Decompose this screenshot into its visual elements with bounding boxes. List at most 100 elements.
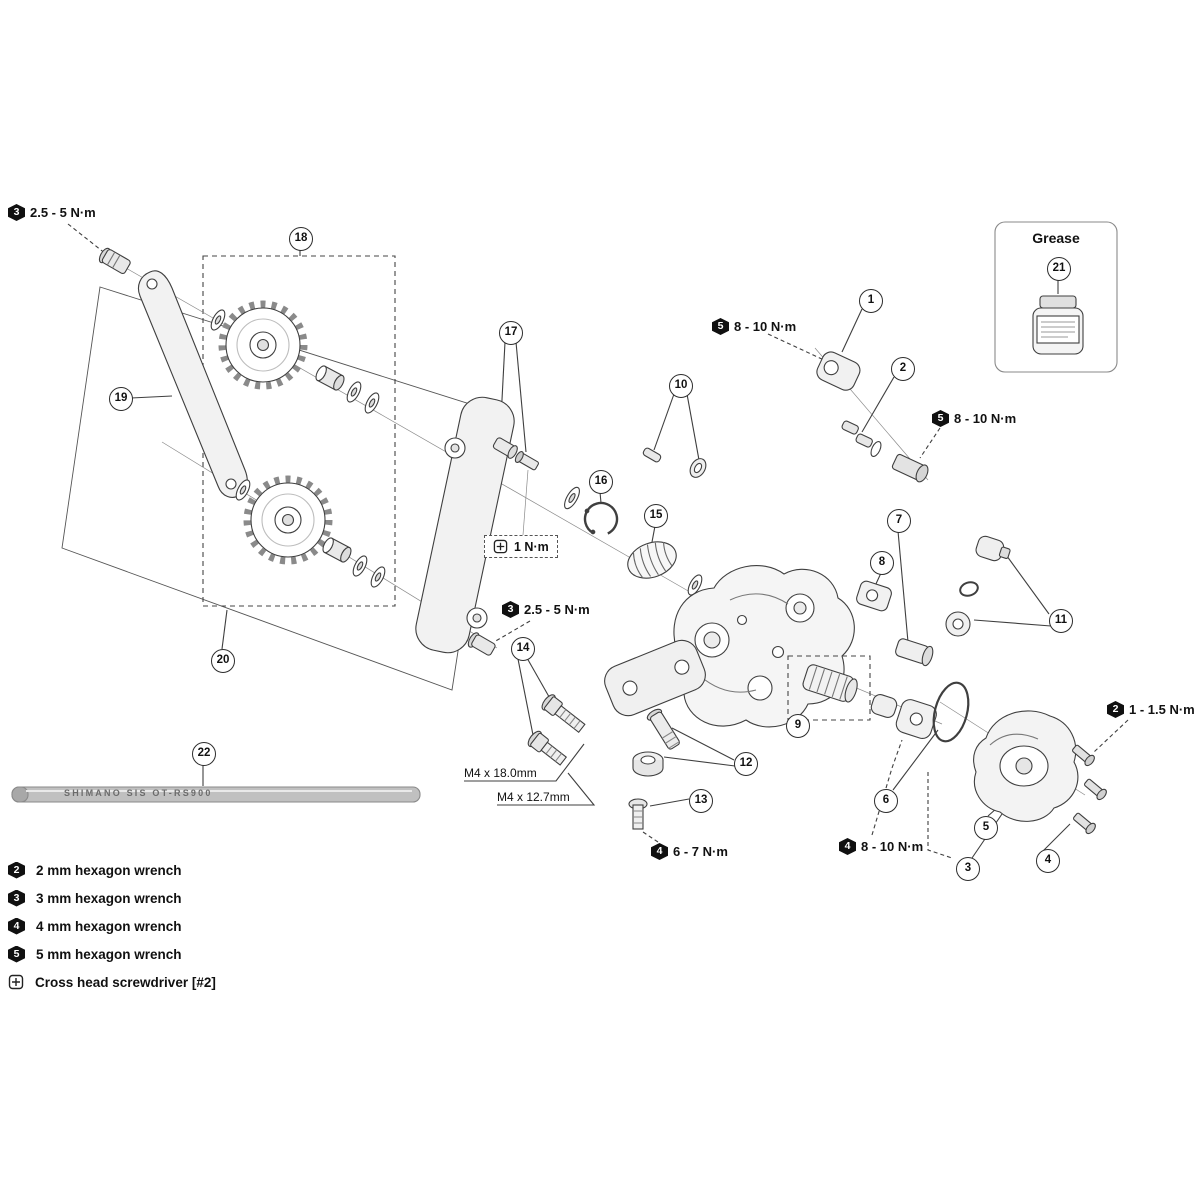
hex-key-5-icon: 5 <box>8 945 25 963</box>
bolt-size-label-short: M4 x 12.7mm <box>497 790 570 804</box>
switch-cap-parts <box>945 535 1011 637</box>
hex-key-4-icon: 4 <box>8 917 25 935</box>
cage-pivot-screw <box>628 798 648 830</box>
hex-key-3-icon: 3 <box>8 204 25 221</box>
torque-value: 6 - 7 N·m <box>673 844 728 859</box>
axle-washer <box>564 486 580 510</box>
legend-item-4mm: 4 4 mm hexagon wrench <box>8 917 216 935</box>
callout-1: 1 <box>859 289 883 313</box>
hex-key-4-icon: 4 <box>839 838 856 855</box>
legend-label: 4 mm hexagon wrench <box>36 918 182 934</box>
bolt-size-label-long: M4 x 18.0mm <box>464 766 537 780</box>
callout-18: 18 <box>289 227 313 251</box>
bracket-axle-bolt <box>891 453 929 483</box>
callout-3: 3 <box>956 857 980 881</box>
torque-value: 2.5 - 5 N·m <box>30 205 96 220</box>
legend-label: 3 mm hexagon wrench <box>36 890 182 906</box>
derailleur-body <box>672 565 855 728</box>
hex-key-5-icon: 5 <box>712 318 729 335</box>
cage-mount-plate <box>604 639 706 717</box>
hex-key-3-icon: 3 <box>502 601 519 618</box>
cage-axle-parts <box>492 437 539 471</box>
stroke-adjust-parts <box>642 447 707 478</box>
clutch-cover <box>973 710 1079 822</box>
torque-note-cage-stopper: 3 2.5 - 5 N·m <box>502 601 590 618</box>
callout-11: 11 <box>1049 609 1073 633</box>
callout-22: 22 <box>192 742 216 766</box>
inner-cage-plate <box>415 396 515 654</box>
guide-pulley <box>218 300 308 390</box>
legend-label: 2 mm hexagon wrench <box>36 862 182 878</box>
callout-7: 7 <box>887 509 911 533</box>
torque-value: 1 N·m <box>514 539 549 554</box>
torque-note-pivot-screw: 4 6 - 7 N·m <box>651 843 728 860</box>
cable-marking-text: SHIMANO SIS OT-RS900 <box>64 788 213 798</box>
legend-label: Cross head screwdriver [#2] <box>35 974 216 990</box>
tool-legend: 2 2 mm hexagon wrench 3 3 mm hexagon wre… <box>8 861 216 1001</box>
callout-13: 13 <box>689 789 713 813</box>
hex-key-2-icon: 2 <box>8 861 25 879</box>
hex-key-5-icon: 5 <box>932 410 949 427</box>
legend-item-5mm: 5 5 mm hexagon wrench <box>8 945 216 963</box>
tension-spring <box>627 541 677 579</box>
body-washer <box>687 574 703 596</box>
cover-gasket <box>932 681 970 743</box>
switch-lever-parts <box>856 580 934 667</box>
torque-value: 2.5 - 5 N·m <box>524 602 590 617</box>
torque-note-axle-bolt: 5 8 - 10 N·m <box>932 410 1016 427</box>
tension-pulley <box>243 475 333 565</box>
grease-box-title: Grease <box>1032 230 1080 246</box>
pulley-washers-lower <box>235 479 386 588</box>
legend-item-screwdriver: Cross head screwdriver [#2] <box>8 973 216 991</box>
torque-value: 8 - 10 N·m <box>734 319 797 334</box>
screwdriver-torque-note: 1 N·m <box>484 535 558 558</box>
callout-20: 20 <box>211 649 235 673</box>
callout-17: 17 <box>499 321 523 345</box>
legend-item-2mm: 2 2 mm hexagon wrench <box>8 861 216 879</box>
hex-key-2-icon: 2 <box>1107 701 1124 718</box>
pulley-washers-upper <box>210 309 380 414</box>
torque-note-cover-screws: 2 1 - 1.5 N·m <box>1107 701 1195 718</box>
torque-value: 8 - 10 N·m <box>861 839 924 854</box>
cover-screws <box>1072 744 1107 835</box>
callout-15: 15 <box>644 504 668 528</box>
bracket-link <box>816 351 861 391</box>
callout-6: 6 <box>874 789 898 813</box>
legend-label: 5 mm hexagon wrench <box>36 946 182 962</box>
cage-stopper-bolt <box>467 632 496 656</box>
pivot-pin-bolt <box>646 708 680 750</box>
torque-note-outer-plate-bolt: 3 2.5 - 5 N·m <box>8 204 96 221</box>
callout-4: 4 <box>1036 849 1060 873</box>
torque-value: 1 - 1.5 N·m <box>1129 702 1195 717</box>
legend-item-3mm: 3 3 mm hexagon wrench <box>8 889 216 907</box>
callout-9: 9 <box>786 714 810 738</box>
cage-assembly-outline <box>61 286 496 691</box>
callout-5: 5 <box>974 816 998 840</box>
cross-head-screwdriver-icon <box>8 974 24 990</box>
torque-value: 8 - 10 N·m <box>954 411 1017 426</box>
callout-16: 16 <box>589 470 613 494</box>
clutch-unit-group <box>787 655 937 739</box>
cage-bolt-short <box>527 730 568 766</box>
grease-box <box>994 221 1118 373</box>
torque-note-clutch-bolt: 4 8 - 10 N·m <box>839 838 923 855</box>
callout-12: 12 <box>734 752 758 776</box>
hex-key-4-icon: 4 <box>651 843 668 860</box>
callout-14: 14 <box>511 637 535 661</box>
cross-head-screwdriver-icon <box>493 539 508 554</box>
link-pins <box>841 420 882 457</box>
circlip <box>583 501 619 537</box>
callout-19: 19 <box>109 387 133 411</box>
washer-stack <box>632 751 664 777</box>
callout-8: 8 <box>870 551 894 575</box>
hex-key-3-icon: 3 <box>8 889 25 907</box>
outer-cage-plate <box>137 270 248 498</box>
callout-10: 10 <box>669 374 693 398</box>
shift-cable <box>11 786 421 803</box>
outer-plate-bolt <box>98 247 131 275</box>
callout-2: 2 <box>891 357 915 381</box>
upper-axis-line <box>111 259 691 593</box>
callout-21: 21 <box>1047 257 1071 281</box>
